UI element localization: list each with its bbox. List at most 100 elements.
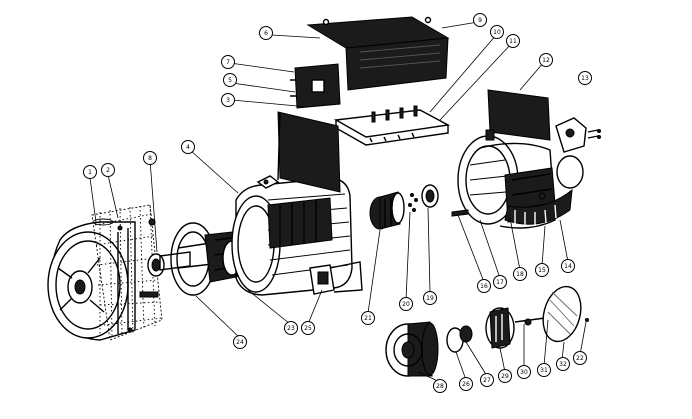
- callout-bubble: [301, 321, 315, 335]
- callout-21: 21: [361, 311, 375, 325]
- cover-disc: [556, 155, 584, 189]
- callout-bubble: [221, 55, 235, 69]
- callout-11: 11: [506, 34, 520, 48]
- callout-number: 16: [480, 283, 488, 290]
- callout-bubble: [473, 13, 487, 27]
- callout-bubble: [423, 291, 437, 305]
- terminal-cover: [306, 16, 450, 91]
- callout-bubble: [493, 275, 507, 289]
- callout-18: 18: [513, 267, 527, 281]
- callout-bubble: [513, 267, 527, 281]
- callout-number: 2: [106, 167, 110, 174]
- callout-number: 32: [559, 361, 567, 368]
- callout-number: 30: [520, 369, 528, 376]
- callout-number: 15: [538, 267, 546, 274]
- callout-7: 7: [221, 55, 235, 69]
- callout-23: 23: [284, 321, 298, 335]
- callout-number: 10: [493, 29, 501, 36]
- callout-number: 9: [478, 17, 482, 24]
- callout-number: 12: [542, 57, 550, 64]
- callout-number: 29: [501, 373, 509, 380]
- callout-bubble: [284, 321, 298, 335]
- callouts: [89, 21, 587, 383]
- callout-bubble: [181, 140, 195, 154]
- side-panel-right: [487, 89, 551, 141]
- callout-bubble: [433, 379, 447, 393]
- callout-bubble: [143, 151, 157, 165]
- callout-bubble: [399, 297, 413, 311]
- callout-number: 22: [576, 355, 584, 362]
- callout-27: 27: [480, 373, 494, 387]
- callout-bubble: [223, 73, 237, 87]
- callout-bubble: [221, 93, 235, 107]
- callout-number: 11: [509, 38, 517, 45]
- callout-9: 9: [473, 13, 487, 27]
- callout-bubble: [101, 163, 115, 177]
- callout-number: 24: [236, 339, 244, 346]
- callout-26: 26: [459, 377, 473, 391]
- callout-bubble: [477, 279, 491, 293]
- mounting-lug: [555, 117, 601, 153]
- front-bearing: [147, 253, 165, 277]
- callout-bubble: [561, 259, 575, 273]
- callout-number: 3: [226, 97, 230, 104]
- callout-14: 14: [561, 259, 575, 273]
- callout-number: 19: [426, 295, 434, 302]
- callout-number: 20: [402, 301, 410, 308]
- diode-pack: [408, 193, 418, 212]
- callout-32: 32: [556, 357, 570, 371]
- coupling-plate: [542, 285, 589, 343]
- callout-number: 4: [186, 144, 190, 151]
- callout-24: 24: [233, 335, 247, 349]
- exciter-rotor: [369, 191, 405, 230]
- callout-2: 2: [101, 163, 115, 177]
- callout-number: 26: [462, 381, 470, 388]
- callout-25: 25: [301, 321, 315, 335]
- coupling-hub: [385, 321, 439, 377]
- callout-3: 3: [221, 93, 235, 107]
- callout-13: 13: [578, 71, 592, 85]
- callout-8: 8: [143, 151, 157, 165]
- callout-4: 4: [181, 140, 195, 154]
- callout-number: 18: [516, 271, 524, 278]
- callout-number: 13: [581, 75, 589, 82]
- terminal-board: [333, 105, 451, 146]
- callout-12: 12: [539, 53, 553, 67]
- callout-29: 29: [498, 369, 512, 383]
- callout-bubble: [83, 165, 97, 179]
- callout-20: 20: [399, 297, 413, 311]
- callout-number: 21: [364, 315, 372, 322]
- callout-1: 1: [83, 165, 97, 179]
- callout-number: 31: [540, 367, 548, 374]
- rear-louver: [504, 188, 573, 226]
- callout-number: 5: [228, 77, 232, 84]
- main-stator-housing: [231, 175, 363, 296]
- callout-22: 22: [573, 351, 587, 365]
- callout-bubble: [517, 365, 531, 379]
- callout-number: 8: [148, 155, 152, 162]
- shaft-pin: [451, 209, 469, 217]
- callout-bubble: [490, 25, 504, 39]
- callout-bubble: [537, 363, 551, 377]
- callout-6: 6: [259, 26, 273, 40]
- callout-number: 23: [287, 325, 295, 332]
- callout-bubble: [573, 351, 587, 365]
- callout-bubble: [539, 53, 553, 67]
- callout-17: 17: [493, 275, 507, 289]
- callout-30: 30: [517, 365, 531, 379]
- callout-number: 14: [564, 263, 572, 270]
- callout-16: 16: [477, 279, 491, 293]
- callout-bubble: [578, 71, 592, 85]
- callout-5: 5: [223, 73, 237, 87]
- callout-28: 28: [433, 379, 447, 393]
- callout-number: 6: [264, 30, 268, 37]
- callout-19: 19: [423, 291, 437, 305]
- callout-bubble: [361, 311, 375, 325]
- callout-31: 31: [537, 363, 551, 377]
- coupling-disc-small: [446, 325, 473, 353]
- callout-bubble: [233, 335, 247, 349]
- callout-number: 25: [304, 325, 312, 332]
